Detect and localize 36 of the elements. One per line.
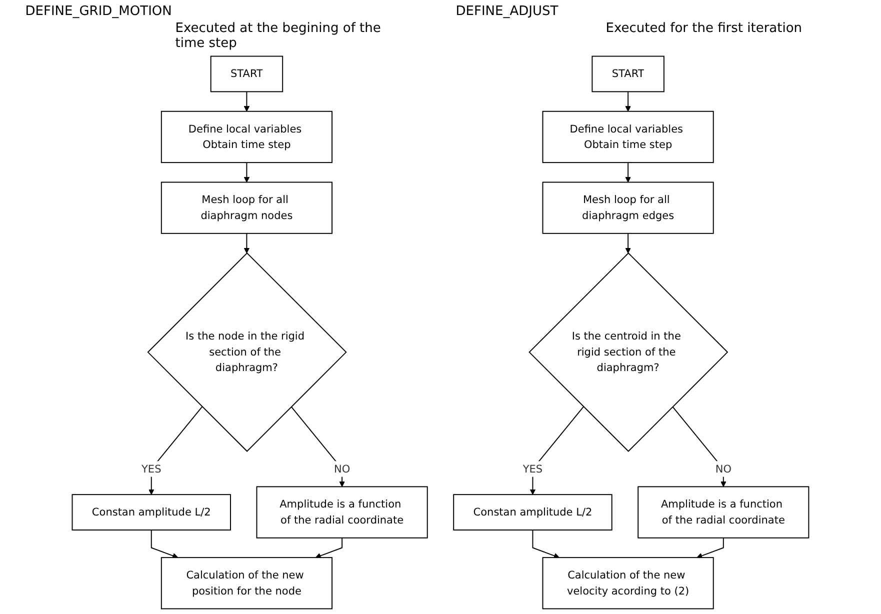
node-box: Amplitude is a function of the radial coordinate [256,486,428,538]
node-box: Constan amplitude L/2 [453,494,612,530]
node-box: Define local variables Obtain time step [542,110,714,164]
node-box: Calculation of the new velocity acording to (2) [542,557,714,610]
node-box: Define local variables Obtain time step [160,110,333,164]
arrow [148,406,203,495]
arrow [625,91,631,112]
arrow [672,406,726,487]
note-text: Executed for the first iteration [606,21,804,36]
edge-label: YES [522,462,543,475]
arrow [530,406,584,495]
edge-label: NO [334,462,350,475]
note-text: Executed at the begining of the time step [175,21,382,51]
node-box: Calculation of the new position for the node [160,557,333,610]
arrow [150,530,178,558]
node-box: Mesh loop for all diaphragm nodes [160,182,333,234]
node-box: START [592,56,664,92]
arrow [625,162,631,182]
node-box: Amplitude is a function of the radial coordinate [638,486,810,538]
arrow [244,162,250,182]
arrow [532,530,560,558]
node-box: Mesh loop for all diaphragm edges [542,182,714,234]
arrow [244,91,250,112]
arrow [315,537,343,558]
node-box: START [210,56,284,92]
arrow [244,232,250,254]
node-diamond: Is the centroid in the rigid section of the diaphragm? [528,252,728,452]
node-diamond: Is the node in the rigid section of the diaphragm? [147,252,347,452]
arrow [696,537,724,558]
arrow [290,406,345,487]
heading: DEFINE_GRID_MOTION [25,4,173,19]
edge-label: NO [715,462,732,475]
node-box: Constan amplitude L/2 [72,494,231,530]
edge-label: YES [142,462,162,475]
heading: DEFINE_ADJUST [456,4,560,19]
arrow [625,232,631,254]
